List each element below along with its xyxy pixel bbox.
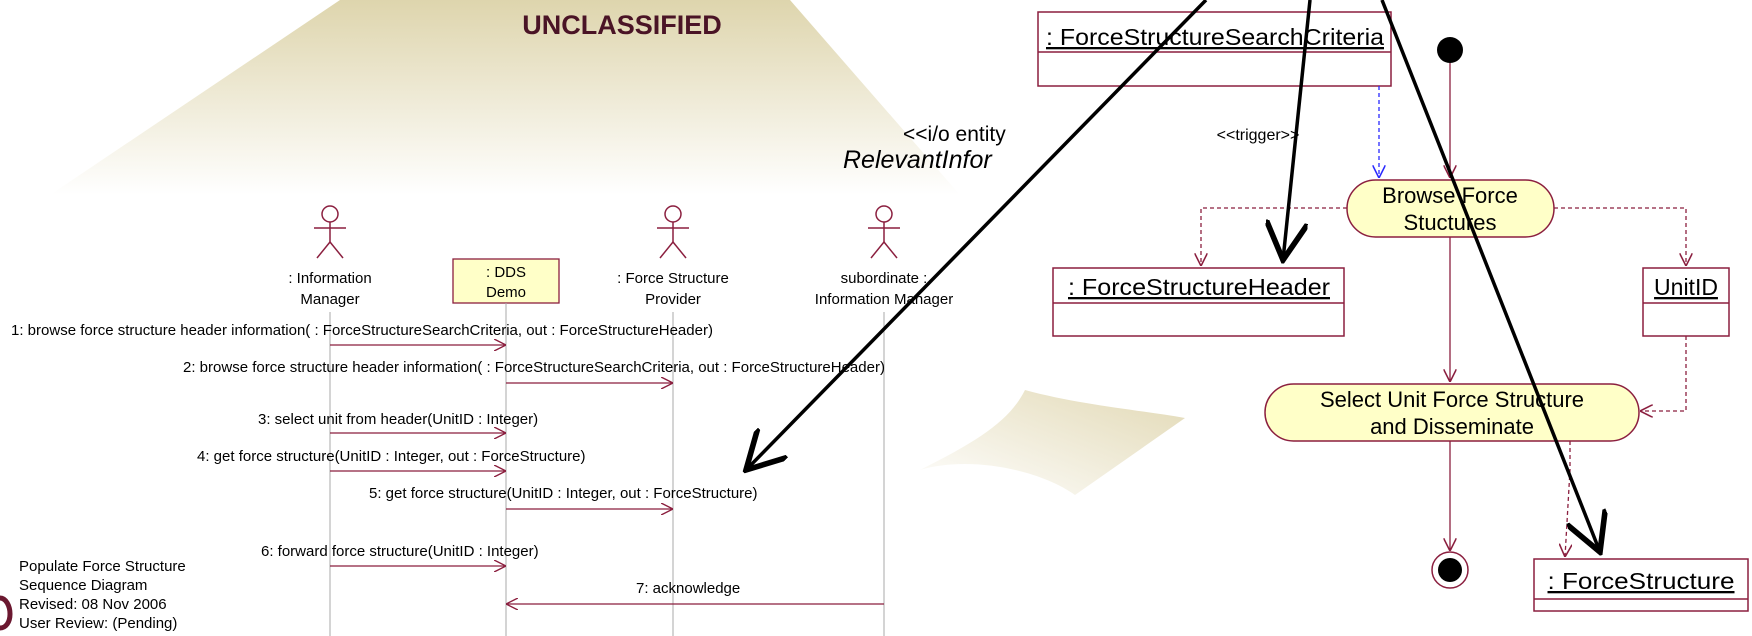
message-3: 3: select unit from header(UnitID : Inte… bbox=[258, 411, 538, 433]
object-flow bbox=[1565, 441, 1570, 557]
object-force-structure-header: : ForceStructureHeader bbox=[1052, 267, 1345, 337]
note-review: User Review: (Pending) bbox=[19, 615, 178, 632]
annotation-arrow bbox=[1380, 0, 1600, 552]
object-box bbox=[1052, 267, 1345, 337]
object-flow bbox=[1554, 207, 1686, 266]
lifeline-label-line1: subordinate : bbox=[841, 270, 928, 287]
actor-subordinate-information-manager: subordinate : Information Manager bbox=[815, 205, 953, 308]
actor-force-structure-provider: : Force Structure Provider bbox=[617, 205, 729, 308]
object-label: : ForceStructureHeader bbox=[1068, 274, 1330, 300]
actor-head bbox=[664, 205, 682, 223]
object-box bbox=[1533, 558, 1749, 612]
lifeline-label-line1: : Force Structure bbox=[617, 270, 729, 287]
final-node-dot bbox=[1438, 558, 1462, 582]
object-dds-demo: : DDS Demo bbox=[452, 258, 560, 304]
message-label: 3: select unit from header(UnitID : Inte… bbox=[258, 411, 538, 428]
lifeline-label-line1: : Information bbox=[288, 270, 371, 287]
action-browse-force-structures: Browse Force Stuctures bbox=[1346, 179, 1555, 238]
message-label: 4: get force structure(UnitID : Integer,… bbox=[197, 448, 586, 465]
message-6: 6: forward force structure(UnitID : Inte… bbox=[261, 543, 539, 566]
message-label: 2: browse force structure header informa… bbox=[183, 359, 885, 376]
activity-diagram: : ForceStructureSearchCriteria <<trigger… bbox=[1037, 11, 1749, 612]
action-label-line1: Browse Force bbox=[1382, 183, 1518, 208]
message-label: 1: browse force structure header informa… bbox=[11, 322, 713, 339]
object-box bbox=[452, 258, 560, 304]
message-5: 5: get force structure(UnitID : Integer,… bbox=[369, 485, 758, 509]
lifeline-label-line2: Demo bbox=[486, 284, 526, 301]
classification-banner: UNCLASSIFIED bbox=[522, 10, 722, 40]
object-label: : ForceStructure bbox=[1548, 568, 1735, 594]
object-flow bbox=[1640, 336, 1687, 411]
action-select-unit-force-structure: Select Unit Force Structure and Dissemin… bbox=[1264, 383, 1640, 442]
io-entity-name: RelevantInfor bbox=[843, 146, 993, 174]
message-label: 7: acknowledge bbox=[636, 580, 740, 597]
message-label: 5: get force structure(UnitID : Integer,… bbox=[369, 485, 758, 502]
annotation-arrows bbox=[746, 0, 1600, 552]
final-node bbox=[1431, 551, 1469, 589]
object-label: UnitID bbox=[1654, 274, 1718, 300]
object-label: : ForceStructureSearchCriteria bbox=[1046, 24, 1384, 50]
io-entity-mask bbox=[1018, 110, 1038, 180]
object-force-structure-search-criteria: : ForceStructureSearchCriteria bbox=[1037, 11, 1392, 87]
object-box bbox=[1642, 267, 1730, 337]
actor-information-manager: : Information Manager bbox=[288, 205, 372, 308]
lifeline-label-line2: Manager bbox=[300, 291, 359, 308]
annotation-arrow bbox=[1283, 0, 1312, 260]
message-1: 1: browse force structure header informa… bbox=[11, 322, 713, 345]
object-force-structure: : ForceStructure bbox=[1533, 558, 1749, 612]
action-shape bbox=[1264, 383, 1640, 442]
io-entity-stereotype: <<i/o entity bbox=[903, 123, 1006, 146]
object-flow bbox=[1201, 207, 1347, 266]
actor-head bbox=[321, 205, 339, 223]
annotation-arrow bbox=[746, 0, 1208, 470]
lifeline-label-line2: Provider bbox=[645, 291, 701, 308]
initial-node bbox=[1437, 37, 1463, 63]
background-fan bbox=[50, 0, 960, 195]
logo-fragment bbox=[0, 595, 13, 631]
note-subtitle: Sequence Diagram bbox=[19, 577, 148, 594]
message-4: 4: get force structure(UnitID : Integer,… bbox=[197, 448, 586, 471]
action-label-line2: Stuctures bbox=[1404, 210, 1497, 235]
actor-head bbox=[875, 205, 893, 223]
trigger-label: <<trigger>> bbox=[1217, 127, 1300, 144]
sequence-diagram: : Information Manager : DDS Demo : Force… bbox=[11, 205, 953, 636]
lifeline-label-line1: : DDS bbox=[486, 264, 526, 281]
note-title: Populate Force Structure bbox=[19, 558, 186, 575]
message-2: 2: browse force structure header informa… bbox=[183, 359, 885, 383]
object-box bbox=[1037, 11, 1392, 87]
action-label-line2: and Disseminate bbox=[1370, 414, 1534, 439]
lifeline-label-line2: Information Manager bbox=[815, 291, 953, 308]
diagram-info-note: Populate Force Structure Sequence Diagra… bbox=[19, 557, 186, 633]
background-arrow bbox=[920, 390, 1185, 495]
message-7: 7: acknowledge bbox=[506, 580, 884, 604]
message-label: 6: forward force structure(UnitID : Inte… bbox=[261, 543, 539, 560]
note-revised: Revised: 08 Nov 2006 bbox=[19, 596, 167, 613]
object-unit-id: UnitID bbox=[1642, 267, 1730, 337]
